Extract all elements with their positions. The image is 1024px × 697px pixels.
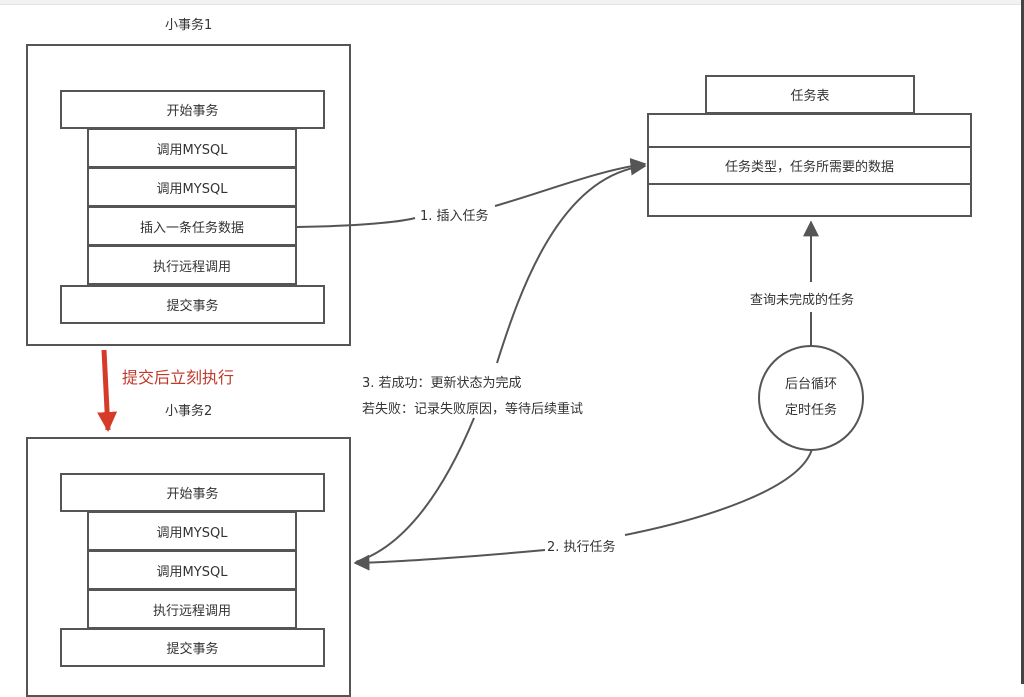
edge-label-result-failure: 若失败：记录失败原因，等待后续重试 (362, 402, 584, 417)
edge-execute-task (624, 448, 813, 536)
tx2-step-remote-call: 执行远程调用 (87, 589, 297, 629)
tx1-step-mysql-1: 调用MYSQL (87, 128, 297, 168)
tx1-step-remote-call: 执行远程调用 (87, 245, 297, 285)
right-border (1021, 0, 1024, 684)
edge-result-update-upper (496, 159, 647, 364)
edge-label-query-unfinished: 查询未完成的任务 (750, 289, 855, 308)
tx2-title: 小事务2 (165, 404, 213, 419)
edge-result-update-lower (355, 417, 475, 563)
tx1-step-begin: 开始事务 (60, 90, 325, 129)
tx2-step-begin: 开始事务 (60, 473, 325, 512)
task-table-row-1 (647, 113, 972, 148)
tx1-step-commit: 提交事务 (60, 285, 325, 324)
tx1-step-mysql-2: 调用MYSQL (87, 167, 297, 207)
tx2-step-mysql-2: 调用MYSQL (87, 550, 297, 590)
task-table-title: 任务表 (705, 75, 915, 114)
scheduler-line-1: 后台循环 (784, 377, 837, 392)
scheduler-line-2: 定时任务 (784, 403, 837, 418)
tx2-step-commit: 提交事务 (60, 628, 325, 667)
top-border (0, 0, 1024, 5)
tx1-step-insert-task: 插入一条任务数据 (87, 206, 297, 246)
tx2-step-mysql-1: 调用MYSQL (87, 511, 297, 551)
edge-label-insert-task: 1. 插入任务 (420, 209, 489, 224)
task-table-row-2: 任务类型，任务所需要的数据 (647, 146, 972, 185)
edge-label-execute-task: 2. 执行任务 (547, 540, 616, 555)
edge-label-result-success: 3. 若成功：更新状态为完成 (362, 376, 522, 391)
scheduler-node: 后台循环 定时任务 (758, 345, 864, 451)
task-table-row-3 (647, 183, 972, 217)
edge-insert-task-tail (494, 157, 647, 207)
edge-execute-task-tail (353, 549, 546, 571)
tx1-title: 小事务1 (165, 18, 213, 33)
red-down-arrow (97, 349, 118, 432)
commit-then-execute-label: 提交后立刻执行 (122, 368, 235, 387)
